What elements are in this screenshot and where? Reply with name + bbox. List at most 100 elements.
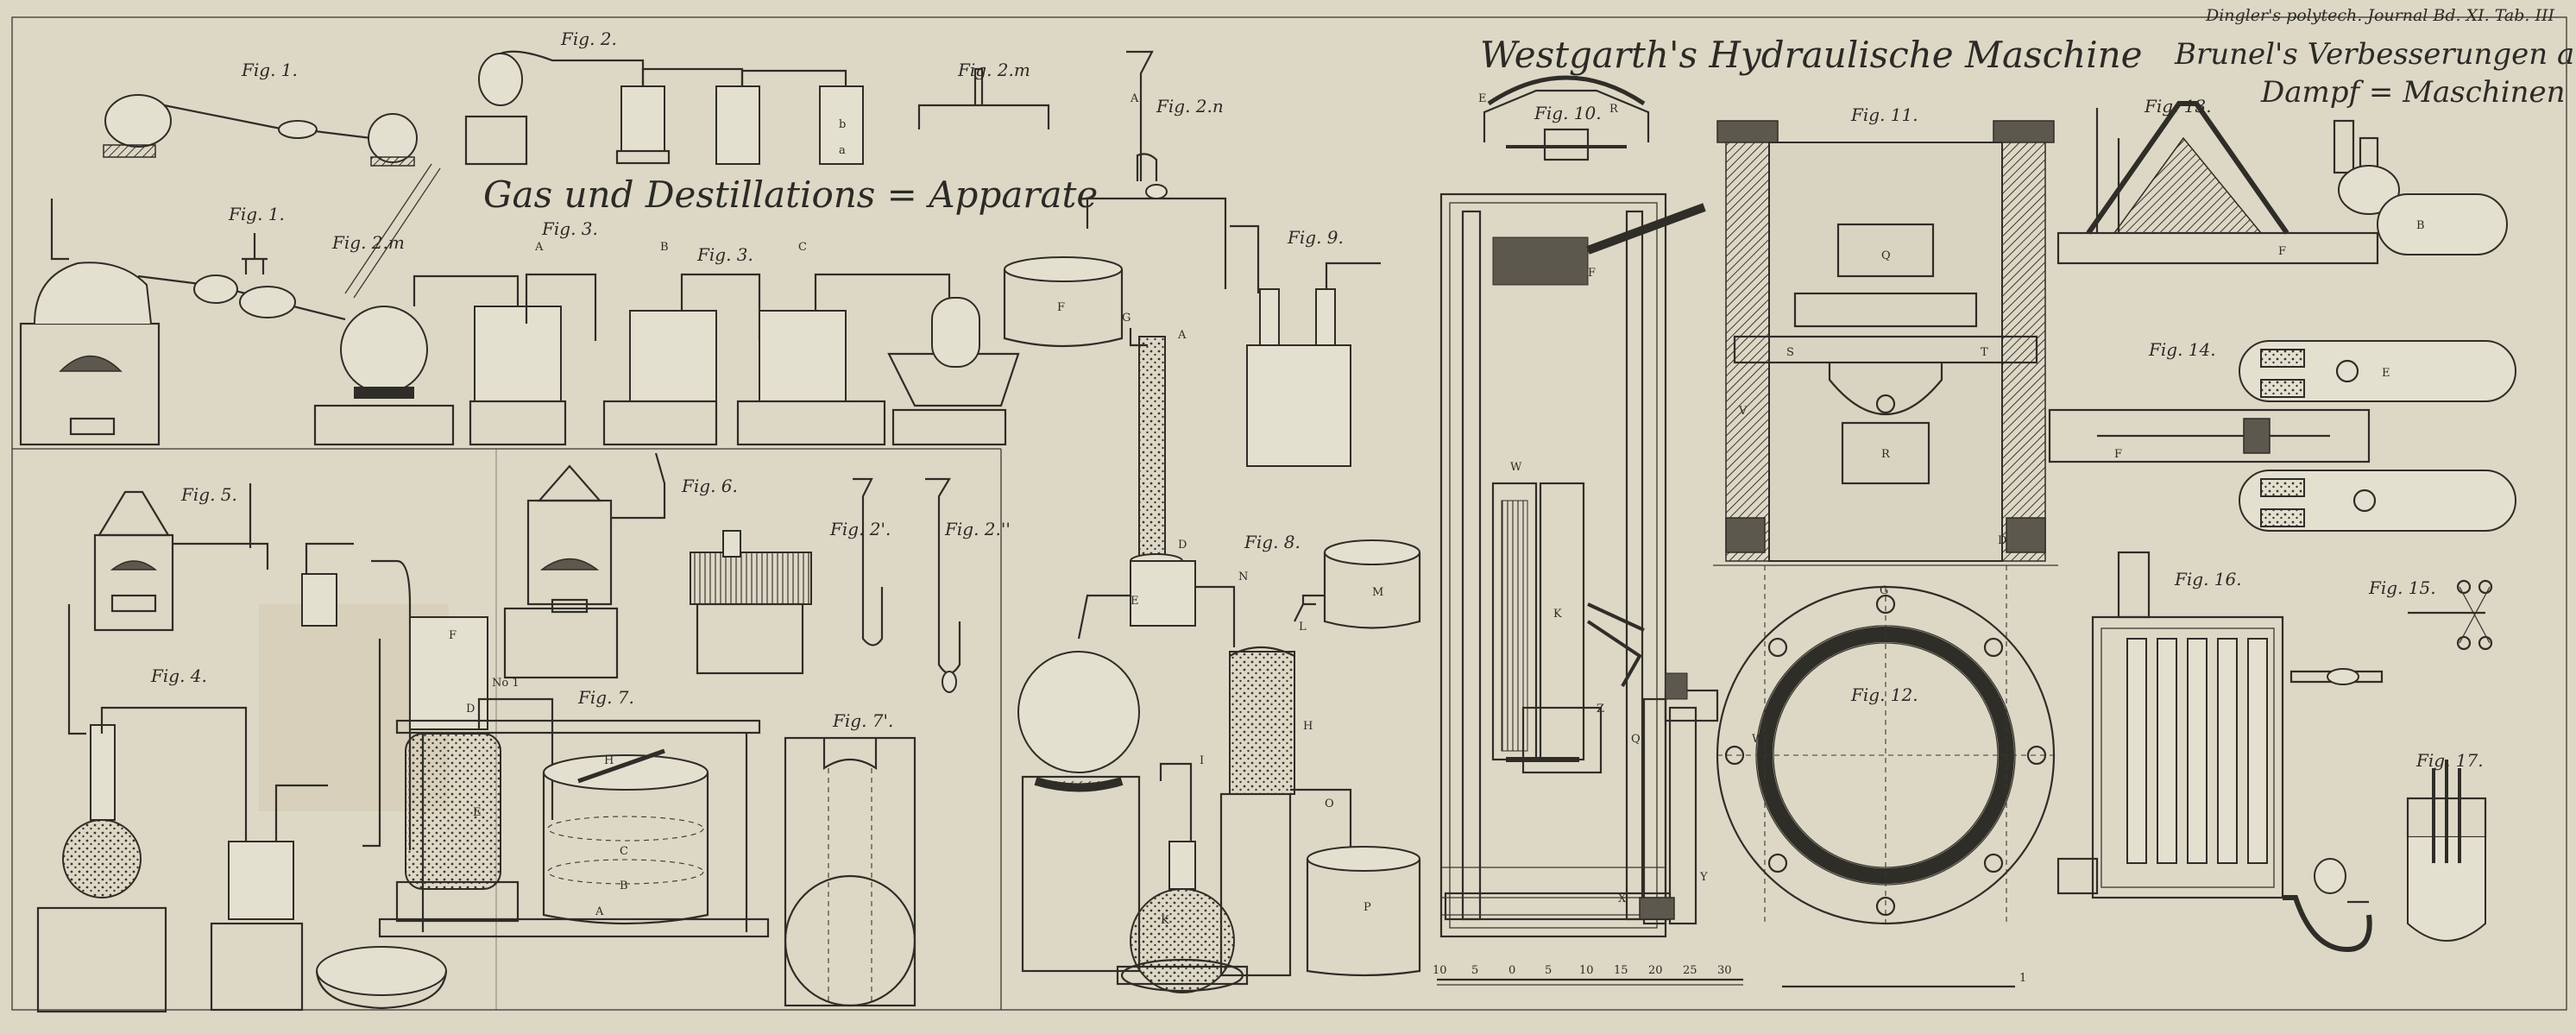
fig12-letter-w: W — [1752, 733, 1764, 746]
scale-tick-0: 10 — [1433, 964, 1447, 977]
fig12-letter-g: G — [1880, 584, 1888, 597]
fig7-gasometer — [315, 559, 770, 1010]
fig7-letter-d: D — [466, 703, 475, 716]
fig1-top-retort — [103, 94, 418, 167]
fig8-letter-d: D — [1178, 539, 1187, 552]
fig10-letter-y: Y — [1699, 871, 1708, 884]
vessel-f-cylinder — [1003, 256, 1124, 348]
fig2n-funnel — [1086, 50, 1227, 289]
fig17-lamp — [2406, 760, 2487, 942]
fig8-letter-i: I — [1200, 754, 1204, 767]
fig12-ring-plan — [1716, 565, 2056, 925]
scale-tick-4: 10 — [1579, 964, 1594, 977]
fig10-letter-k: K — [1553, 608, 1562, 621]
fig11-letter-t: T — [1981, 346, 1988, 359]
fig8-letter-l: L — [1299, 621, 1307, 634]
fig13-letter-f: F — [2278, 245, 2286, 258]
fig10-hydraulic-engine — [1439, 75, 1719, 938]
fig5-label: Fig. 5. — [180, 484, 237, 505]
fig13-label: Fig. 13. — [2144, 96, 2212, 117]
fig2-top-apparatus — [464, 50, 864, 166]
fig11-letter-v: V — [1738, 405, 1748, 418]
fig7p-label: Fig. 7'. — [832, 710, 893, 731]
fig14-letter-e: E — [2382, 367, 2390, 380]
title-brunel-1: Brunel's Verbesserungen an — [2174, 37, 2576, 72]
fig8-letter-e: E — [1131, 595, 1139, 608]
fig8-letter-n: N — [1238, 571, 1248, 583]
fig15-label: Fig. 15. — [2368, 577, 2436, 598]
scale-tick-8: 30 — [1717, 964, 1732, 977]
fig3-letter-b: B — [660, 241, 669, 254]
fig7-letter-h: H — [604, 754, 614, 767]
fig1-furnace-retort — [19, 163, 455, 446]
fig11-label: Fig. 11. — [1850, 104, 1918, 125]
fig2m-label: Fig. 2.m — [331, 232, 405, 253]
fig1-small-clamp — [242, 233, 268, 274]
fig7-letter-a: A — [595, 905, 604, 918]
fig2pp-siphon — [925, 477, 961, 693]
scale-tick-7: 25 — [1683, 964, 1697, 977]
fig6-label: Fig. 6. — [681, 476, 738, 496]
fig10-letter-q: Q — [1631, 733, 1641, 746]
plate-header: Dingler's polytech. Journal Bd. XI. Tab.… — [2205, 6, 2555, 25]
fig7-letter-e: E — [473, 806, 482, 819]
fig3-wash-bottles — [413, 273, 1020, 446]
fig3a-label: Fig. 3. — [541, 218, 598, 239]
fig8-letter-k: K — [1161, 914, 1169, 927]
fig17-label: Fig. 17. — [2415, 750, 2484, 771]
fig10-letter-w: W — [1510, 461, 1522, 474]
fig7-letter-b: B — [620, 880, 628, 892]
fig8-letter-h: H — [1303, 720, 1313, 733]
fig3-letter-c: C — [798, 241, 807, 254]
fig11-letter-r: R — [1881, 448, 1891, 461]
fig16-tubular-boiler — [2056, 551, 2372, 953]
fig14-label: Fig. 14. — [2148, 339, 2216, 360]
fig8-letter-p: P — [1364, 901, 1371, 914]
fig15-valve — [2289, 579, 2493, 685]
fig6-apparatus — [503, 452, 812, 679]
fig2p-siphon — [853, 477, 884, 646]
fig10-letter-e: E — [1478, 92, 1487, 105]
fig9-label: Fig. 9. — [1287, 227, 1344, 248]
fig2p-label: Fig. 2'. — [829, 519, 891, 539]
fig10-letter-x: X — [1618, 892, 1627, 905]
vessel-f-letter: F — [1057, 301, 1065, 314]
fig2m-small-label: Fig. 2.m — [957, 60, 1030, 80]
fig4-label: Fig. 4. — [150, 665, 207, 686]
fig1-top-label: Fig. 1. — [241, 60, 298, 80]
scale-end-mark: 1 — [2019, 972, 2026, 985]
fig8-letter-o: O — [1325, 798, 1334, 810]
fig2n-label: Fig. 2.n — [1156, 96, 1224, 117]
fig2-top-label: Fig. 2. — [560, 28, 617, 49]
fig16-label: Fig. 16. — [2174, 569, 2242, 590]
plate-border — [11, 16, 2567, 1011]
fig10-label: Fig. 10. — [1534, 103, 1602, 123]
scale-tick-6: 20 — [1648, 964, 1663, 977]
fig2pp-label: Fig. 2.'' — [944, 519, 1011, 539]
fig8-letter-a: A — [1177, 329, 1187, 342]
fig7-label: Fig. 7. — [577, 687, 634, 708]
scale-tick-5: 15 — [1614, 964, 1628, 977]
fig13-letter-b: B — [2416, 219, 2425, 232]
fig10-letter-z: Z — [1597, 703, 1604, 716]
fig10-letter-f: F — [1588, 267, 1596, 280]
scale-tick-2: 0 — [1508, 964, 1515, 977]
fig8-letter-g: G — [1122, 312, 1131, 325]
scale-bar-left — [1437, 978, 1743, 986]
fig7-letter-no1: No 1 — [492, 677, 520, 690]
fig5-apparatus — [93, 483, 354, 632]
fig3-label: Fig. 3. — [696, 244, 753, 265]
fig7-letter-c: C — [620, 845, 628, 858]
letter-a: a — [839, 144, 846, 157]
fig7-letter-f: F — [449, 629, 457, 642]
scale-tick-1: 5 — [1471, 964, 1478, 977]
fig3-letter-a: A — [534, 241, 544, 254]
fig14-letter-f: F — [2114, 448, 2122, 461]
fig13-boiler-engine — [2056, 101, 2508, 265]
fig8-label: Fig. 8. — [1244, 532, 1301, 552]
fig7p-cylinder-section — [784, 736, 916, 1007]
fig12-label: Fig. 12. — [1850, 684, 1918, 705]
fig8-letter-m: M — [1372, 586, 1383, 599]
fig4-flask-train — [36, 604, 328, 1013]
